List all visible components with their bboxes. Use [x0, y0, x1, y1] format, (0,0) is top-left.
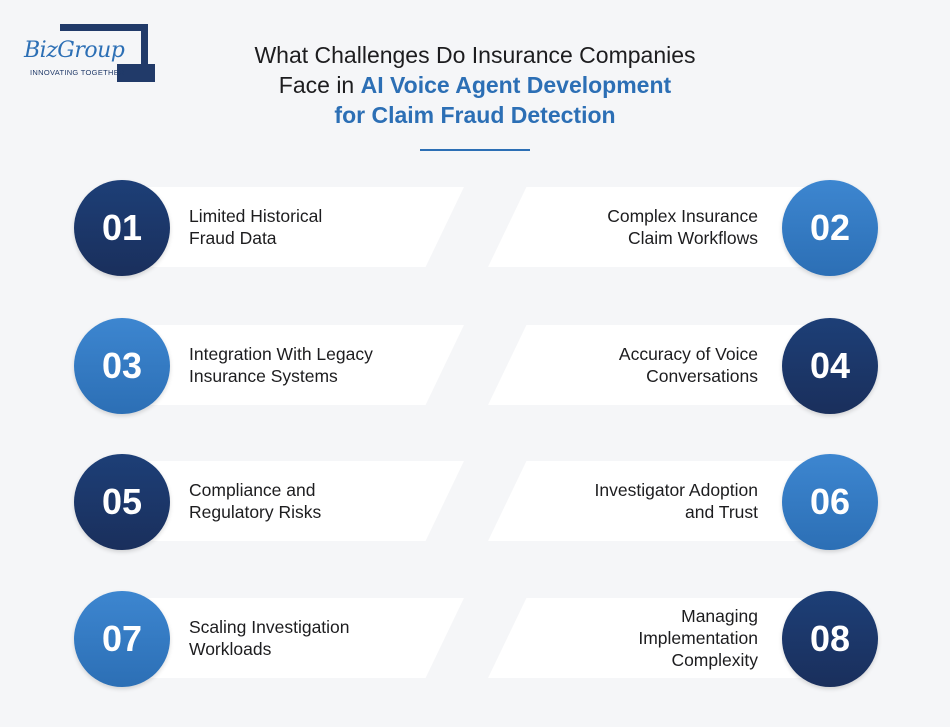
challenge-card-02: 02 Complex Insurance Claim Workflows — [478, 180, 878, 276]
challenge-card-06: 06 Investigator Adoption and Trust — [478, 454, 878, 550]
challenge-card-03: 03 Integration With Legacy Insurance Sys… — [74, 318, 474, 414]
card-banner — [144, 598, 464, 678]
challenge-card-07: 07 Scaling Investigation Workloads — [74, 591, 474, 687]
challenge-card-01: 01 Limited Historical Fraud Data — [74, 180, 474, 276]
number-badge: 01 — [74, 180, 170, 276]
card-banner — [488, 187, 808, 267]
title-line-2: Face in AI Voice Agent Development — [150, 70, 800, 100]
label-line: Scaling Investigation — [189, 617, 350, 637]
number-badge: 04 — [782, 318, 878, 414]
challenge-label: Accuracy of Voice Conversations — [518, 325, 758, 405]
bizgroup-logo: BizGroup INNOVATING TOGETHER — [20, 24, 158, 84]
card-banner — [488, 598, 808, 678]
label-line: Implementation — [638, 628, 758, 648]
title-line-2-highlight: AI Voice Agent Development — [360, 72, 672, 98]
challenge-card-04: 04 Accuracy of Voice Conversations — [478, 318, 878, 414]
label-line: Accuracy of Voice — [618, 344, 758, 364]
number-badge: 07 — [74, 591, 170, 687]
number-badge: 02 — [782, 180, 878, 276]
number-badge: 08 — [782, 591, 878, 687]
logo-tagline: INNOVATING TOGETHER — [30, 68, 125, 77]
challenge-label: Integration With Legacy Insurance System… — [189, 325, 409, 405]
card-banner — [144, 187, 464, 267]
label-line: Compliance and — [189, 480, 316, 500]
label-line: Integration With Legacy — [189, 344, 373, 364]
challenge-card-05: 05 Compliance and Regulatory Risks — [74, 454, 474, 550]
challenge-label: Limited Historical Fraud Data — [189, 187, 409, 267]
logo-name: BizGroup — [24, 38, 125, 63]
label-line: Conversations — [646, 366, 758, 386]
label-line: Insurance Systems — [189, 366, 338, 386]
card-banner — [488, 461, 808, 541]
number-badge: 05 — [74, 454, 170, 550]
challenge-label: Managing Implementation Complexity — [518, 598, 758, 678]
label-line: Regulatory Risks — [189, 502, 322, 522]
label-line: Limited Historical — [189, 206, 323, 226]
label-line: Fraud Data — [189, 228, 277, 248]
challenge-label: Scaling Investigation Workloads — [189, 598, 409, 678]
number-badge: 03 — [74, 318, 170, 414]
label-line: Managing — [681, 606, 758, 626]
card-banner — [488, 325, 808, 405]
page-title: What Challenges Do Insurance Companies F… — [150, 40, 800, 130]
label-line: Investigator Adoption — [594, 480, 758, 500]
label-line: Claim Workflows — [628, 228, 758, 248]
label-line: and Trust — [685, 502, 758, 522]
challenge-label: Investigator Adoption and Trust — [518, 461, 758, 541]
challenge-label: Complex Insurance Claim Workflows — [518, 187, 758, 267]
challenge-card-08: 08 Managing Implementation Complexity — [478, 591, 878, 687]
title-line-1: What Challenges Do Insurance Companies — [254, 42, 696, 68]
card-banner — [144, 325, 464, 405]
logo-frame — [60, 24, 148, 78]
title-underline — [420, 149, 530, 151]
logo-frame-block — [117, 64, 155, 82]
label-line: Complexity — [671, 650, 758, 670]
label-line: Workloads — [189, 639, 272, 659]
number-badge: 06 — [782, 454, 878, 550]
title-line-3: for Claim Fraud Detection — [334, 102, 616, 128]
card-banner — [144, 461, 464, 541]
challenge-label: Compliance and Regulatory Risks — [189, 461, 409, 541]
label-line: Complex Insurance — [607, 206, 758, 226]
title-line-2-plain: Face in — [278, 72, 361, 98]
